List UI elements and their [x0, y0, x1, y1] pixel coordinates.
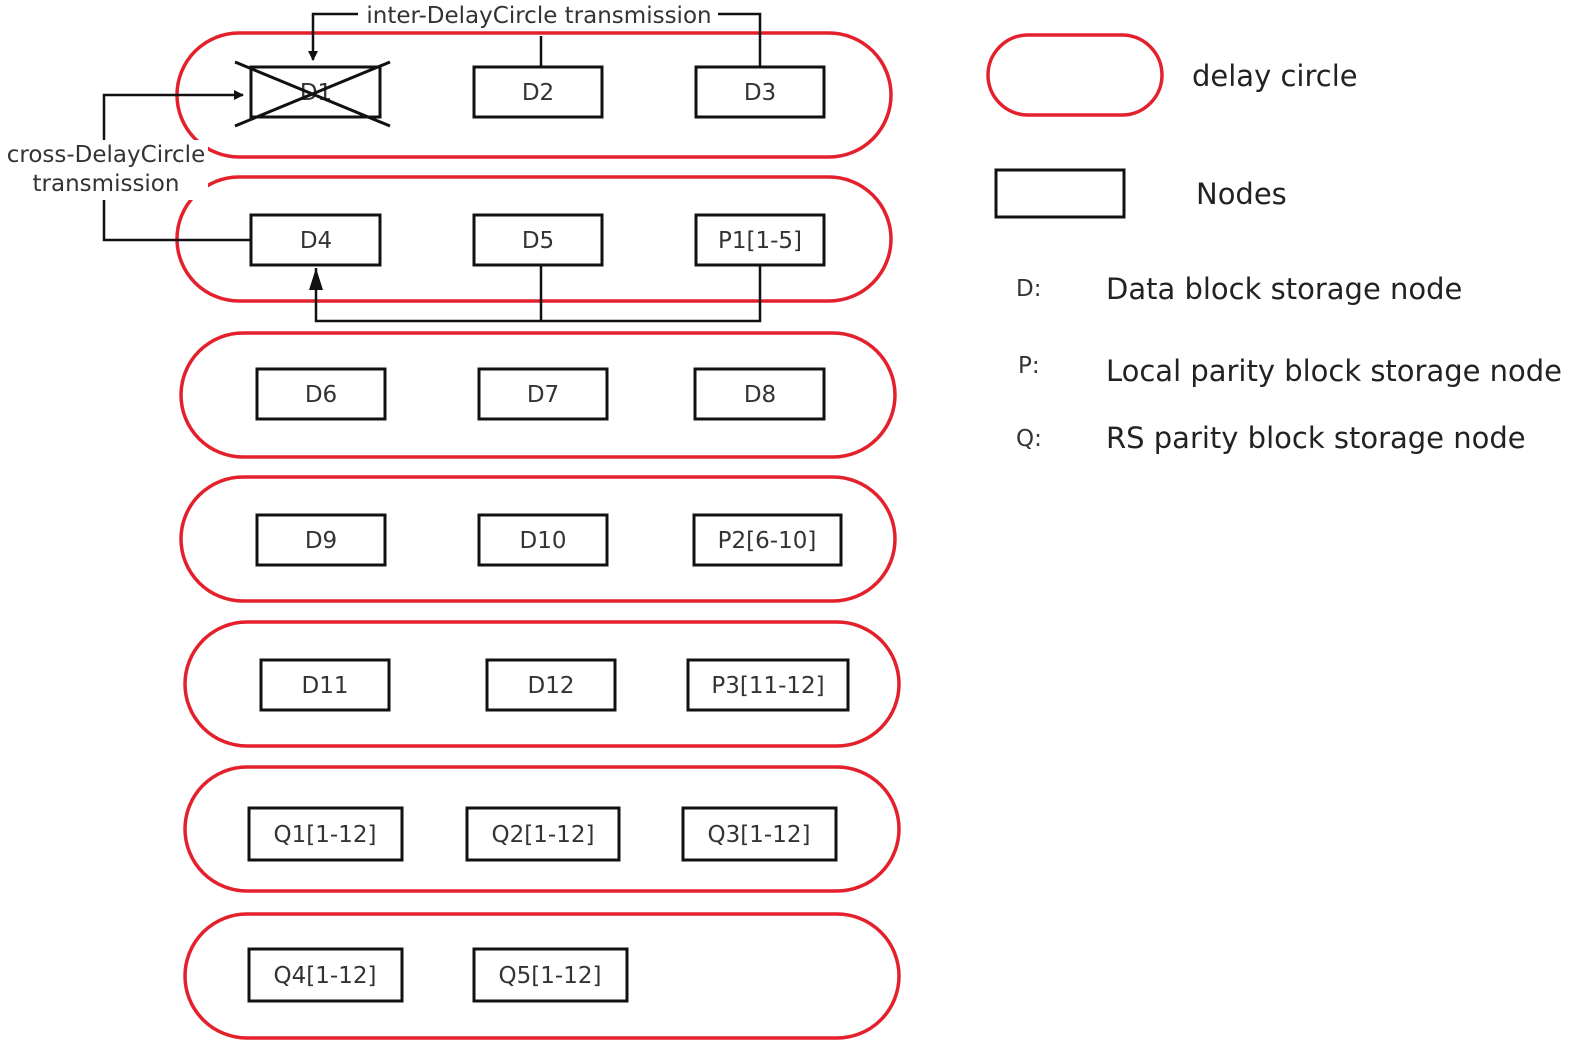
delay-circle-3	[179, 331, 897, 459]
node-label: Q2[1-12]	[492, 822, 595, 848]
legend-key-d: D:	[1016, 276, 1041, 302]
node-d6: D6	[255, 367, 387, 421]
node-d8: D8	[693, 367, 826, 421]
node-q4: Q4[1-12]	[247, 947, 404, 1003]
node-label: D12	[528, 673, 575, 699]
legend-delay-circle-swatch	[986, 33, 1164, 117]
legend-delay-circle-label: delay circle	[1192, 59, 1358, 93]
node-q5: Q5[1-12]	[472, 947, 629, 1003]
cross-transmission-line	[102, 95, 251, 242]
node-label: D5	[522, 228, 554, 254]
connectors	[102, 12, 762, 323]
delay-circle-4	[179, 475, 897, 603]
node-d4: D4	[249, 213, 382, 267]
node-label: D8	[744, 382, 776, 408]
node-d5: D5	[472, 213, 604, 267]
node-p3: P3[11-12]	[686, 658, 850, 712]
node-p2: P2[6-10]	[692, 513, 843, 567]
legend-key-p: P:	[1018, 353, 1040, 379]
node-label: D11	[302, 673, 349, 699]
cross-transmission-label-line2: transmission	[33, 171, 180, 197]
node-label: P3[11-12]	[711, 673, 824, 699]
annotations: inter-DelayCircle transmission cross-Del…	[2, 2, 718, 200]
node-d2: D2	[472, 65, 604, 119]
node-label: D2	[522, 80, 554, 106]
inter-transmission-line	[313, 12, 762, 67]
node-d9: D9	[255, 513, 387, 567]
legend-nodes-label: Nodes	[1196, 177, 1287, 211]
node-label: D4	[300, 228, 332, 254]
node-d3: D3	[694, 65, 826, 119]
inter-transmission-label: inter-DelayCircle transmission	[366, 3, 711, 29]
node-label: D6	[305, 382, 337, 408]
cross-transmission-label-line1: cross-DelayCircle	[7, 142, 205, 168]
node-label: P2[6-10]	[718, 528, 817, 554]
node-label: Q3[1-12]	[708, 822, 811, 848]
node-label: D3	[744, 80, 776, 106]
node-p1: P1[1-5]	[694, 213, 826, 267]
delay-circles	[175, 31, 901, 1040]
node-q3: Q3[1-12]	[681, 806, 838, 862]
node-label: Q4[1-12]	[274, 963, 377, 989]
legend: delay circle Nodes D: Data block storage…	[986, 33, 1562, 455]
node-label: D7	[527, 382, 559, 408]
arrow-to-d4	[309, 268, 323, 290]
failed-node-cross-mark	[234, 60, 391, 128]
node-d12: D12	[485, 658, 617, 712]
delay-circle-6	[183, 765, 901, 893]
legend-key-q: Q:	[1016, 426, 1042, 452]
legend-desc-q: RS parity block storage node	[1106, 421, 1526, 455]
delay-circle-5	[183, 620, 901, 748]
legend-desc-d: Data block storage node	[1106, 272, 1462, 306]
node-d11: D11	[259, 658, 391, 712]
legend-nodes-swatch	[994, 168, 1126, 219]
node-label: D9	[305, 528, 337, 554]
legend-desc-p: Local parity block storage node	[1106, 354, 1562, 388]
node-d10: D10	[477, 513, 609, 567]
node-d7: D7	[477, 367, 609, 421]
node-q1: Q1[1-12]	[247, 806, 404, 862]
node-label: Q1[1-12]	[274, 822, 377, 848]
node-label: P1[1-5]	[718, 228, 802, 254]
node-q2: Q2[1-12]	[465, 806, 621, 862]
delay-circle-7	[183, 912, 901, 1040]
intra-transmission-line	[314, 265, 762, 323]
node-label: D10	[520, 528, 567, 554]
node-label: Q5[1-12]	[499, 963, 602, 989]
